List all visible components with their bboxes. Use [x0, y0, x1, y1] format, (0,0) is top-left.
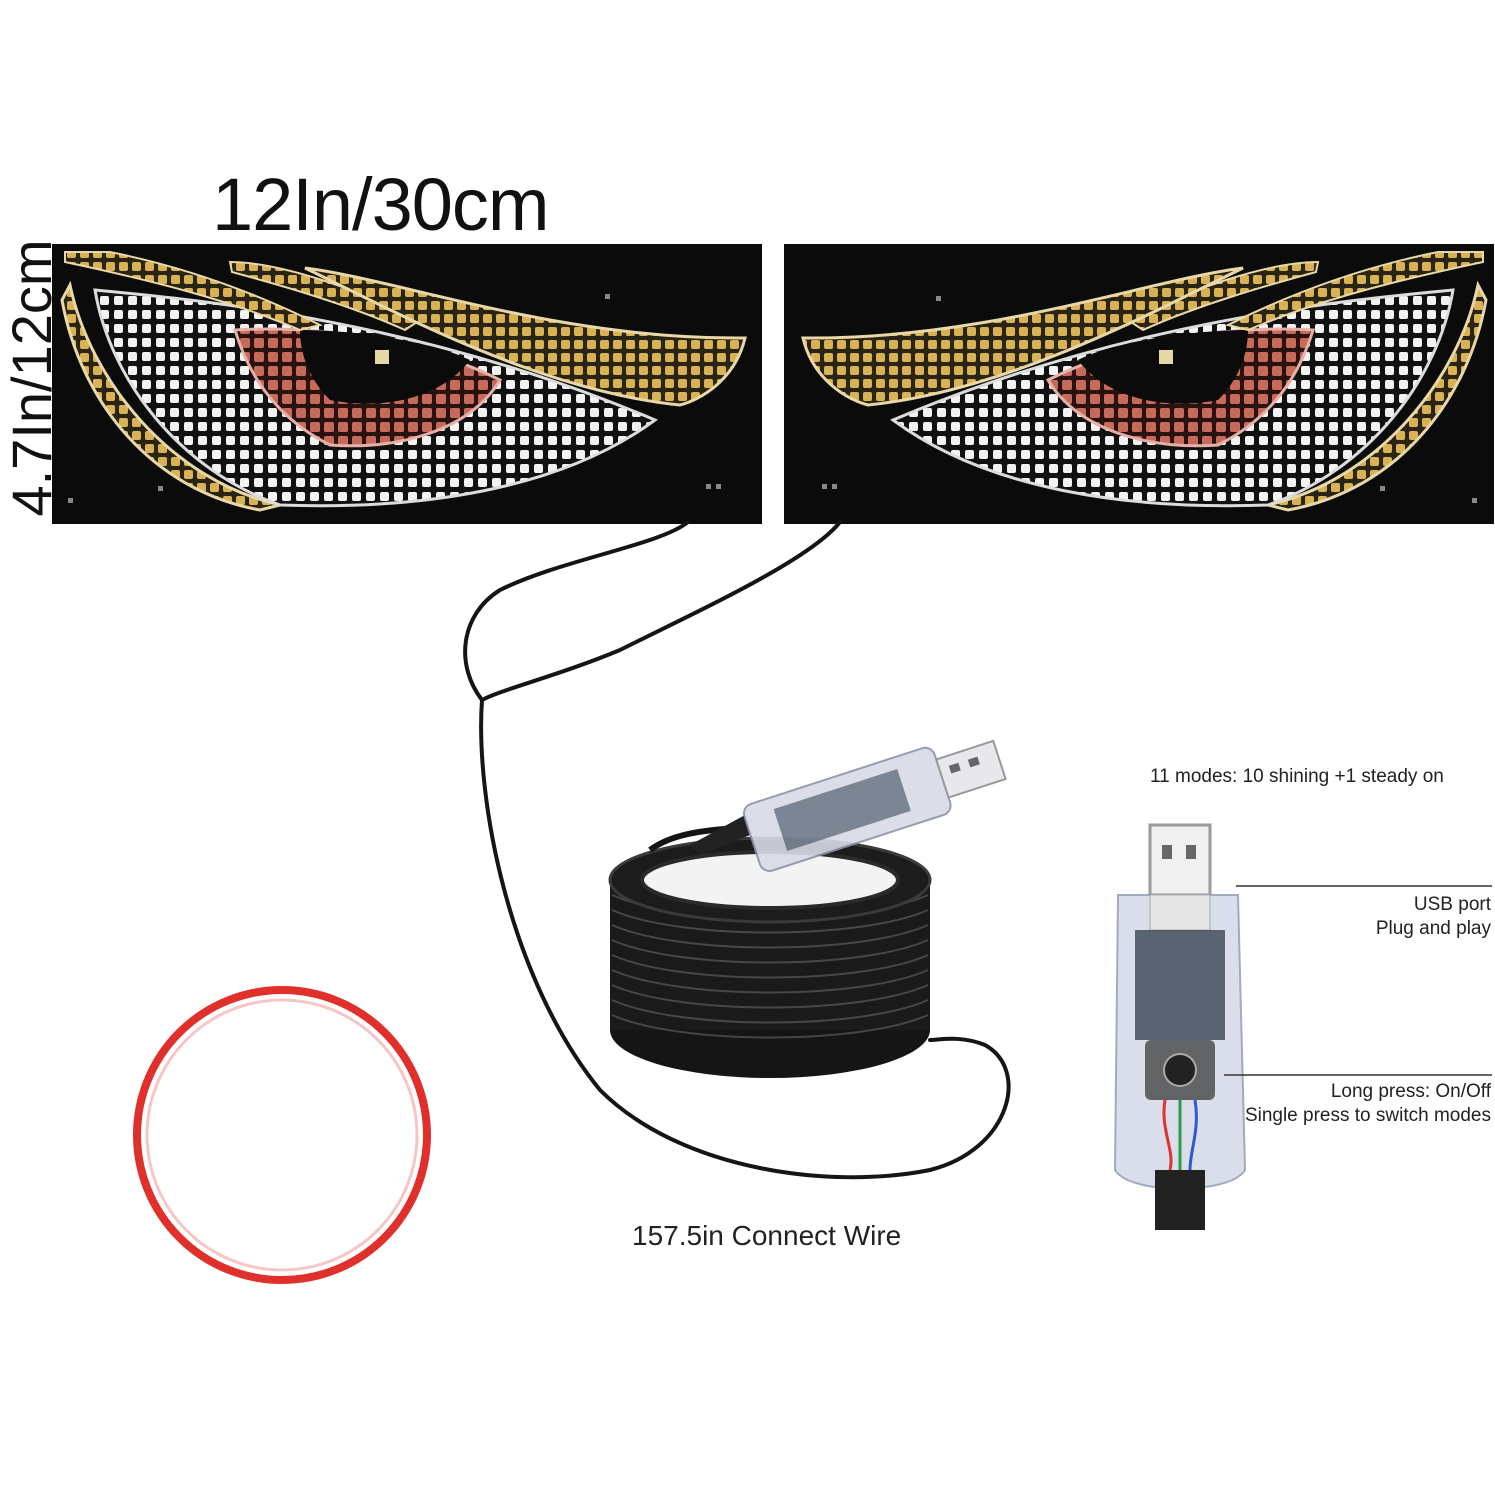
panel-cables	[463, 520, 1011, 1180]
left-eye-panel	[52, 244, 762, 524]
modes-caption: 11 modes: 10 shining +1 steady on	[1150, 766, 1444, 787]
usb-controller-angled	[742, 739, 1007, 872]
wire-length-caption: 157.5in Connect Wire	[632, 1220, 902, 1251]
coiled-cable	[608, 815, 932, 1078]
button-caption: Long press: On/Off Single press to switc…	[1245, 1080, 1491, 1128]
usb-port-caption: USB port Plug and play	[1376, 893, 1491, 941]
button-line-2: Single press to switch modes	[1244, 1105, 1491, 1126]
button-line-1: Long press: On/Off	[1330, 1081, 1491, 1102]
width-dimension-label: 12In/30cm	[212, 163, 550, 246]
height-dimension-label: 4.7In/12cm	[0, 239, 63, 517]
usb-controller-detail	[1113, 823, 1492, 1230]
right-eye-panel	[784, 244, 1494, 524]
usb-port-line-1: USB port	[1413, 894, 1491, 915]
adhesive-tape-ring	[133, 986, 431, 1284]
usb-port-line-2: Plug and play	[1375, 918, 1491, 939]
